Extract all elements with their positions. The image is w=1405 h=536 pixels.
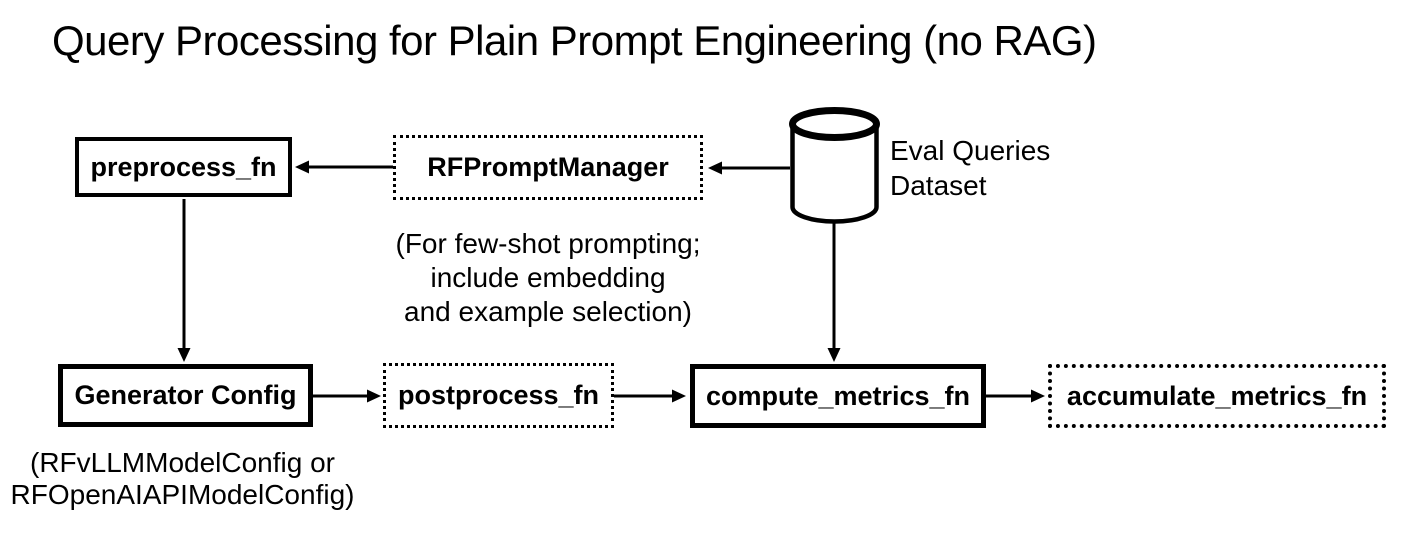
node-generator-config: Generator Config: [58, 364, 313, 427]
node-postprocess-fn: postprocess_fn: [383, 363, 614, 428]
generator-config-note-line2: RFOpenAIAPIModelConfig): [10, 479, 355, 510]
arrow-compute-to-accumulate: [986, 389, 1045, 403]
dataset-label-line2: Dataset: [890, 170, 987, 201]
dataset-label-line1: Eval Queries: [890, 135, 1051, 166]
node-accumulate-metrics-fn: accumulate_metrics_fn: [1048, 364, 1386, 428]
few-shot-note: (For few-shot prompting; include embeddi…: [363, 227, 733, 329]
arrow-dataset-to-compute: [827, 221, 841, 362]
dataset-label: Eval Queries Dataset: [890, 133, 1050, 203]
arrow-promptmanager-to-preprocess: [295, 160, 393, 174]
generator-config-note: (RFvLLMModelConfig or RFOpenAIAPIModelCo…: [5, 447, 360, 511]
node-rf-prompt-manager: RFPromptManager: [393, 135, 703, 200]
node-rf-prompt-manager-label: RFPromptManager: [427, 152, 669, 182]
arrow-postprocess-to-compute: [614, 389, 686, 403]
node-accumulate-metrics-fn-label: accumulate_metrics_fn: [1066, 380, 1368, 411]
generator-config-note-line1: (RFvLLMModelConfig or: [30, 447, 335, 478]
node-preprocess-fn-label: preprocess_fn: [90, 151, 277, 182]
node-generator-config-label: Generator Config: [74, 380, 297, 410]
few-shot-note-line1: (For few-shot prompting;: [395, 228, 701, 259]
node-compute-metrics-fn-label: compute_metrics_fn: [705, 380, 971, 411]
few-shot-note-line2: include embedding: [430, 262, 666, 293]
node-compute-metrics-fn: compute_metrics_fn: [690, 364, 986, 428]
arrow-generator-to-postprocess: [313, 389, 381, 403]
few-shot-note-line3: and example selection): [404, 296, 692, 327]
arrow-dataset-to-promptmanager: [708, 161, 790, 175]
database-cylinder-icon: [789, 107, 880, 224]
arrow-preprocess-to-generator: [177, 199, 191, 362]
diagram-title: Query Processing for Plain Prompt Engine…: [52, 17, 1097, 64]
node-preprocess-fn: preprocess_fn: [75, 137, 292, 197]
node-postprocess-fn-label: postprocess_fn: [397, 380, 600, 410]
